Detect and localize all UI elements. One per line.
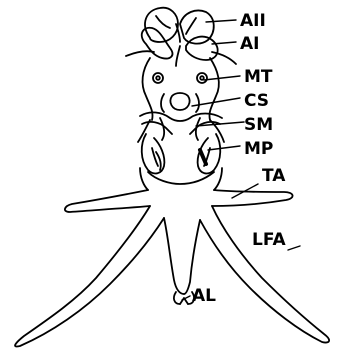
label-ta: TA: [262, 168, 285, 185]
label-mp: MP: [244, 141, 273, 158]
label-antenna-i: AI: [240, 36, 259, 53]
label-antenna-ii: AII: [240, 13, 266, 30]
label-sm: SM: [244, 117, 273, 134]
maxillipeds: [142, 134, 221, 173]
body-outline: [138, 58, 224, 142]
long-furcal-appendages: [15, 206, 329, 347]
label-lfa: LFA: [252, 232, 286, 249]
metastome: [161, 93, 199, 112]
label-metastome: MT: [244, 69, 273, 86]
trunk-outline: [140, 168, 222, 190]
label-cs: CS: [244, 93, 269, 110]
label-leader-lines: [182, 20, 300, 300]
antenna-ii-lobes: [145, 8, 214, 44]
antenna-i-lobes: [126, 28, 236, 66]
thoracic-appendages: [65, 190, 293, 212]
label-al: AL: [192, 288, 216, 305]
